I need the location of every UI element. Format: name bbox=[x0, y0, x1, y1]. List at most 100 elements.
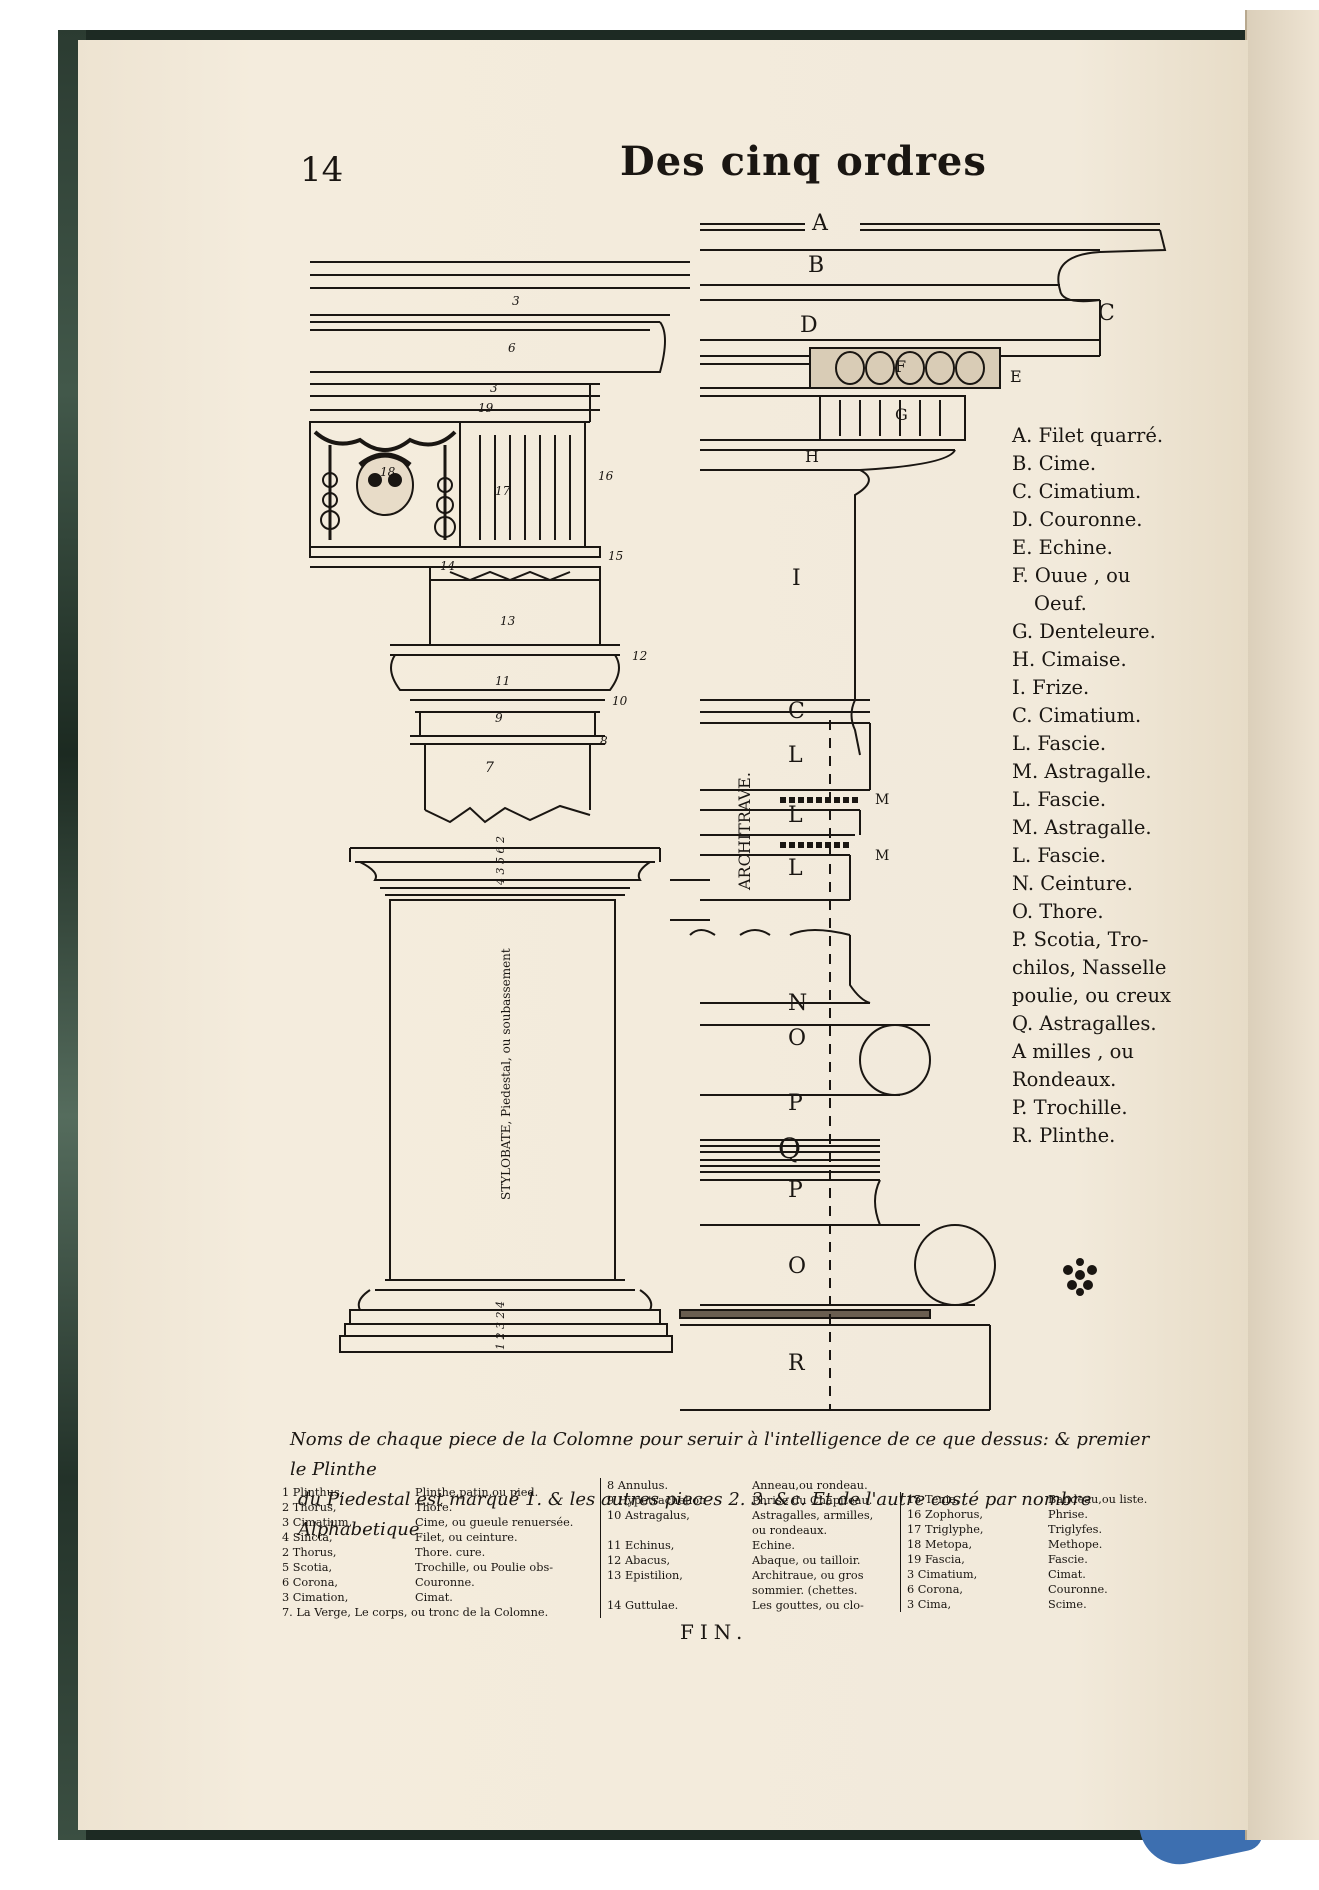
glossary-term: 3 Cimatium, bbox=[282, 1516, 353, 1529]
glossary-meaning: Anneau,ou rondeau. bbox=[752, 1479, 868, 1492]
letter-o2: O bbox=[788, 1254, 806, 1279]
legend-item: D. Couronne. bbox=[1012, 508, 1143, 531]
next-page-edge bbox=[1245, 10, 1319, 1840]
glossary-term: 17 Triglyphe, bbox=[907, 1523, 984, 1536]
letter-p2: P bbox=[788, 1178, 803, 1203]
glossary-term: 5 Scotia, bbox=[282, 1561, 333, 1574]
num-base-stack: 1 2 3 2 4 bbox=[494, 1301, 507, 1350]
glossary-term: 13 Epistilion, bbox=[607, 1569, 683, 1582]
letter-e: E bbox=[1010, 367, 1022, 386]
right-profile bbox=[670, 223, 1167, 1411]
glossary-term: 19 Fascia, bbox=[907, 1553, 965, 1566]
num-cornice-stack: 4 3 5 6 2 bbox=[494, 836, 507, 886]
letter-r: R bbox=[788, 1351, 806, 1376]
glossary-term: 14 Guttulae. bbox=[607, 1599, 679, 1612]
caption: Noms de chaque piece de la Colomne pour … bbox=[290, 1425, 1160, 1545]
legend-item: Rondeaux. bbox=[1012, 1068, 1117, 1091]
architrave-label: ARCHITRAVE. bbox=[735, 772, 754, 891]
glossary-meaning: Architraue, ou gros bbox=[752, 1569, 864, 1582]
legend-item: B. Cime. bbox=[1012, 452, 1097, 475]
fleuron-ornament bbox=[1063, 1258, 1097, 1296]
num-8: 8 bbox=[600, 734, 608, 748]
glossary-term: 18 Metopa, bbox=[907, 1538, 973, 1551]
page-title: Des cinq ordres bbox=[620, 138, 987, 185]
num-11: 11 bbox=[495, 674, 510, 688]
glossary-term: 6 Corona, bbox=[907, 1583, 964, 1596]
letter-o1: O bbox=[788, 1026, 806, 1051]
glossary-col3-terms: 15 Tenia, 16 Zophorus, 17 Triglyphe, 18 … bbox=[900, 1492, 984, 1612]
glossary-meaning: Cimat. bbox=[415, 1591, 453, 1604]
glossary-col2-terms: 8 Annulus. 9 Hypotrachelion 10 Astragalu… bbox=[600, 1478, 706, 1618]
num-9: 9 bbox=[495, 711, 503, 725]
caption-line-2: du Piedestal est marqué 1. & les autres … bbox=[298, 1489, 1092, 1540]
glossary-term: 16 Zophorus, bbox=[907, 1508, 983, 1521]
legend-item: N. Ceinture. bbox=[1012, 872, 1133, 895]
book-page bbox=[78, 40, 1248, 1830]
letter-a: A bbox=[811, 211, 829, 236]
glossary-meaning: Phrise du Chapiteau. bbox=[752, 1494, 873, 1507]
letter-m1: M bbox=[875, 792, 889, 808]
legend-item: P. Trochille. bbox=[1012, 1096, 1128, 1119]
letter-c: C bbox=[1098, 301, 1115, 326]
glossary-col1-meanings: Plinthe,patin,ou pied. Thore. Cime, ou g… bbox=[415, 1485, 573, 1605]
glossary-term: 8 Annulus. bbox=[607, 1479, 669, 1492]
legend-item: O. Thore. bbox=[1012, 900, 1104, 923]
num-3a: 3 bbox=[512, 294, 520, 308]
legend-item: A. Filet quarré. bbox=[1012, 424, 1164, 447]
legend-item: L. Fascie. bbox=[1012, 844, 1107, 867]
legend-item: L. Fascie. bbox=[1012, 788, 1107, 811]
legend-item: L. Fascie. bbox=[1012, 732, 1107, 755]
glossary-meaning: Triglyfes. bbox=[1048, 1523, 1103, 1536]
glossary-meaning: Scime. bbox=[1048, 1598, 1087, 1611]
legend-item: Q. Astragalles. bbox=[1012, 1012, 1157, 1035]
letter-m2: M bbox=[875, 848, 889, 864]
glossary-col2-meanings: Anneau,ou rondeau. Phrise du Chapiteau. … bbox=[752, 1478, 873, 1613]
glossary-term: 3 Cima, bbox=[907, 1598, 952, 1611]
legend-item: M. Astragalle. bbox=[1012, 760, 1152, 783]
glossary-meaning: ou rondeaux. bbox=[752, 1524, 828, 1537]
glossary-term: 2 Thorus, bbox=[282, 1546, 337, 1559]
glossary-col1-terms: 1 Plinthus, 2 Thorus, 3 Cimatium, 4 Sinc… bbox=[282, 1485, 548, 1620]
letter-f: F bbox=[895, 357, 906, 376]
glossary-term: 15 Tenia, bbox=[907, 1493, 960, 1506]
glossary-meaning: sommier. (chettes. bbox=[752, 1584, 858, 1597]
letter-l3: L bbox=[788, 856, 803, 881]
num-16: 16 bbox=[598, 469, 614, 483]
num-10: 10 bbox=[612, 694, 628, 708]
profile-letters: A B C D E F G H I C L L M L M N O P Q P … bbox=[735, 211, 1115, 1376]
glossary-meaning: Methope. bbox=[1048, 1538, 1103, 1551]
legend-item: poulie, ou creux bbox=[1012, 984, 1172, 1007]
glossary-term: 10 Astragalus, bbox=[607, 1509, 690, 1522]
legend-item: C. Cimatium. bbox=[1012, 704, 1142, 727]
glossary-meaning: Cime, ou gueule renuersée. bbox=[415, 1516, 574, 1529]
glossary-term bbox=[607, 1583, 706, 1598]
legend-item: P. Scotia, Tro- bbox=[1012, 928, 1149, 951]
glossary-term: 4 Sincta, bbox=[282, 1531, 333, 1544]
glossary-term: 7. La Verge, Le corps, ou tronc de la Co… bbox=[282, 1606, 549, 1619]
glossary-meaning: Cimat. bbox=[1048, 1568, 1086, 1581]
num-6: 6 bbox=[508, 341, 516, 355]
letter-p1: P bbox=[788, 1091, 803, 1116]
glossary-term: 3 Cimatium, bbox=[907, 1568, 978, 1581]
glossary-meaning: Echine. bbox=[752, 1539, 796, 1552]
glossary-term: 9 Hypotrachelion bbox=[607, 1494, 707, 1507]
glossary-term bbox=[607, 1523, 706, 1538]
page-number: 14 bbox=[300, 150, 344, 190]
legend-item: A milles , ou bbox=[1012, 1040, 1134, 1063]
glossary-meaning: Thore. cure. bbox=[415, 1546, 486, 1559]
legend-item: G. Denteleure. bbox=[1012, 620, 1156, 643]
num-17: 17 bbox=[495, 484, 511, 498]
glossary-meaning: Fascie. bbox=[1048, 1553, 1088, 1566]
glossary-meaning: Abaque, ou tailloir. bbox=[752, 1554, 861, 1567]
num-13: 13 bbox=[500, 614, 516, 628]
legend-item: Oeuf. bbox=[1034, 592, 1087, 615]
glossary-term: 3 Cimation, bbox=[282, 1591, 349, 1604]
letter-d: D bbox=[800, 313, 818, 338]
legend-item: C. Cimatium. bbox=[1012, 480, 1142, 503]
letter-i: I bbox=[792, 566, 801, 591]
num-3b: 3 bbox=[490, 381, 498, 395]
glossary-meaning: Astragalles, armilles, bbox=[752, 1509, 874, 1522]
letter-l2: L bbox=[788, 803, 803, 828]
legend-item: R. Plinthe. bbox=[1012, 1124, 1116, 1147]
